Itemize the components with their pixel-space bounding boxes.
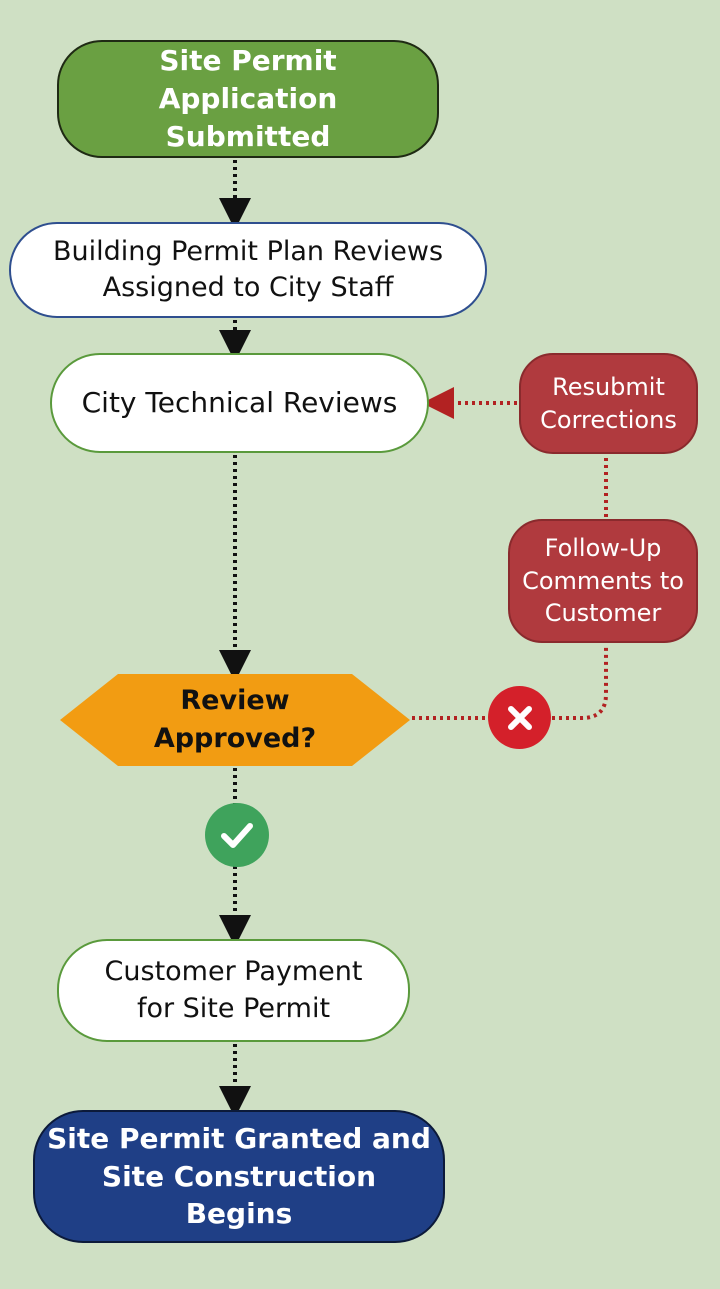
approved-badge	[205, 803, 269, 867]
check-icon	[221, 823, 253, 848]
payment-label: Customer Payment for Site Permit	[104, 956, 363, 1024]
technical-review-node: City Technical Reviews	[50, 353, 429, 453]
resubmit-corrections-label: Resubmit Corrections	[540, 373, 677, 434]
rejected-badge	[488, 686, 551, 749]
assign-reviews-node: Building Permit Plan Reviews Assigned to…	[9, 222, 487, 318]
permit-granted-label: Site Permit Granted and Site Constructio…	[47, 1121, 431, 1231]
payment-node: Customer Payment for Site Permit	[57, 939, 410, 1042]
decision-label: Review Approved?	[153, 685, 317, 754]
decision-shape	[60, 674, 410, 766]
assign-reviews-label: Building Permit Plan Reviews Assigned to…	[52, 235, 444, 303]
permit-granted-node: Site Permit Granted and Site Constructio…	[33, 1110, 445, 1243]
followup-comments-node: Follow-Up Comments to Customer	[508, 519, 698, 643]
technical-review-label: City Technical Reviews	[81, 386, 398, 420]
start-label: Site Permit Application Submitted	[158, 44, 338, 153]
connector-reject-to-followup	[552, 645, 608, 720]
followup-comments-label: Follow-Up Comments to Customer	[522, 534, 684, 628]
cross-icon	[507, 705, 532, 730]
start-node: Site Permit Application Submitted	[57, 40, 439, 158]
resubmit-corrections-node: Resubmit Corrections	[519, 353, 698, 454]
decision-node: Review Approved?	[60, 674, 410, 766]
